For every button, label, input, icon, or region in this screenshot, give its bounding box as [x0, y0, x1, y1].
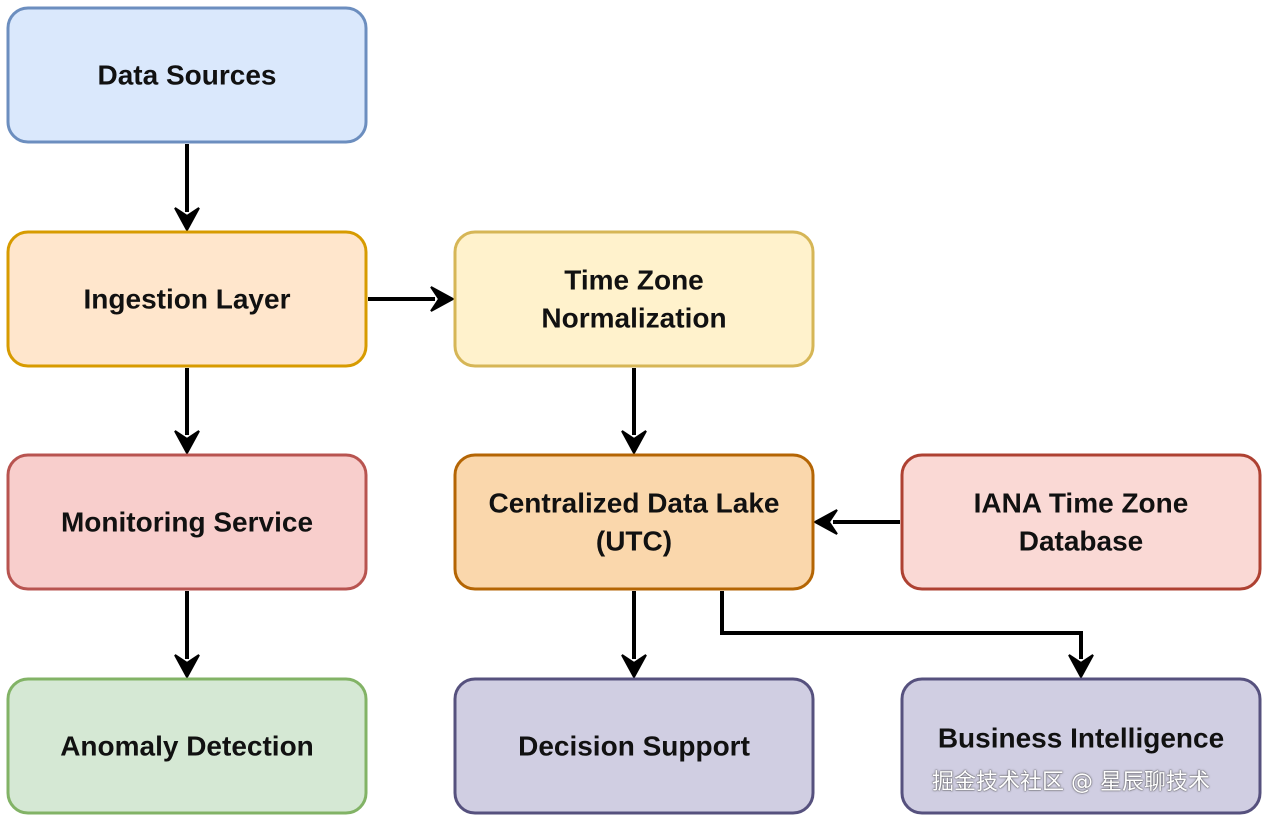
arrowhead: [621, 654, 647, 680]
arrowhead: [812, 509, 838, 535]
node-label: Decision Support: [518, 731, 750, 762]
node-label: Data Sources: [98, 60, 277, 91]
node-business-intelligence: Business Intelligence: [900, 677, 1262, 815]
node-label: Ingestion Layer: [84, 284, 291, 315]
node-box: [453, 230, 815, 368]
edge-centralized-data-lake-to-decision-support: [621, 591, 647, 680]
edge-iana-database-to-centralized-data-lake: [812, 509, 900, 535]
node-label: Centralized Data Lake: [489, 488, 780, 519]
arrowhead: [621, 430, 647, 456]
arrowhead: [174, 430, 200, 456]
node-data-sources: Data Sources: [6, 6, 368, 144]
node-label: Business Intelligence: [938, 723, 1224, 754]
node-label: (UTC): [596, 526, 672, 557]
node-label: Database: [1019, 526, 1144, 557]
node-label: Time Zone: [564, 265, 704, 296]
edge-ingestion-layer-to-time-zone-normalization: [368, 286, 456, 312]
node-box: [6, 677, 368, 815]
node-decision-support: Decision Support: [453, 677, 815, 815]
node-label: Anomaly Detection: [60, 731, 314, 762]
node-box: [6, 230, 368, 368]
node-box: [900, 453, 1262, 591]
node-ingestion-layer: Ingestion Layer: [6, 230, 368, 368]
arrowhead: [174, 654, 200, 680]
node-label: IANA Time Zone: [974, 488, 1189, 519]
arrowhead: [174, 207, 200, 233]
edge-centralized-data-lake-to-business-intelligence: [720, 591, 1094, 680]
node-box: [6, 453, 368, 591]
edge-ingestion-layer-to-monitoring-service: [174, 368, 200, 456]
node-box: [900, 677, 1262, 815]
node-box: [6, 6, 368, 144]
edge-line: [720, 591, 1083, 659]
watermark-text: 掘金技术社区 @ 星辰聊技术: [932, 770, 1210, 795]
edges-layer: [174, 144, 1094, 680]
edge-data-sources-to-ingestion-layer: [174, 144, 200, 233]
node-label: Normalization: [541, 303, 726, 334]
arrowhead: [430, 286, 456, 312]
node-centralized-data-lake: Centralized Data Lake (UTC): [453, 453, 815, 591]
node-label: Monitoring Service: [61, 507, 313, 538]
node-box: [453, 677, 815, 815]
node-box: [453, 453, 815, 591]
arrowhead: [1068, 654, 1094, 680]
node-monitoring-service: Monitoring Service: [6, 453, 368, 591]
edge-monitoring-service-to-anomaly-detection: [174, 591, 200, 680]
edge-time-zone-normalization-to-centralized-data-lake: [621, 368, 647, 456]
node-anomaly-detection: Anomaly Detection: [6, 677, 368, 815]
